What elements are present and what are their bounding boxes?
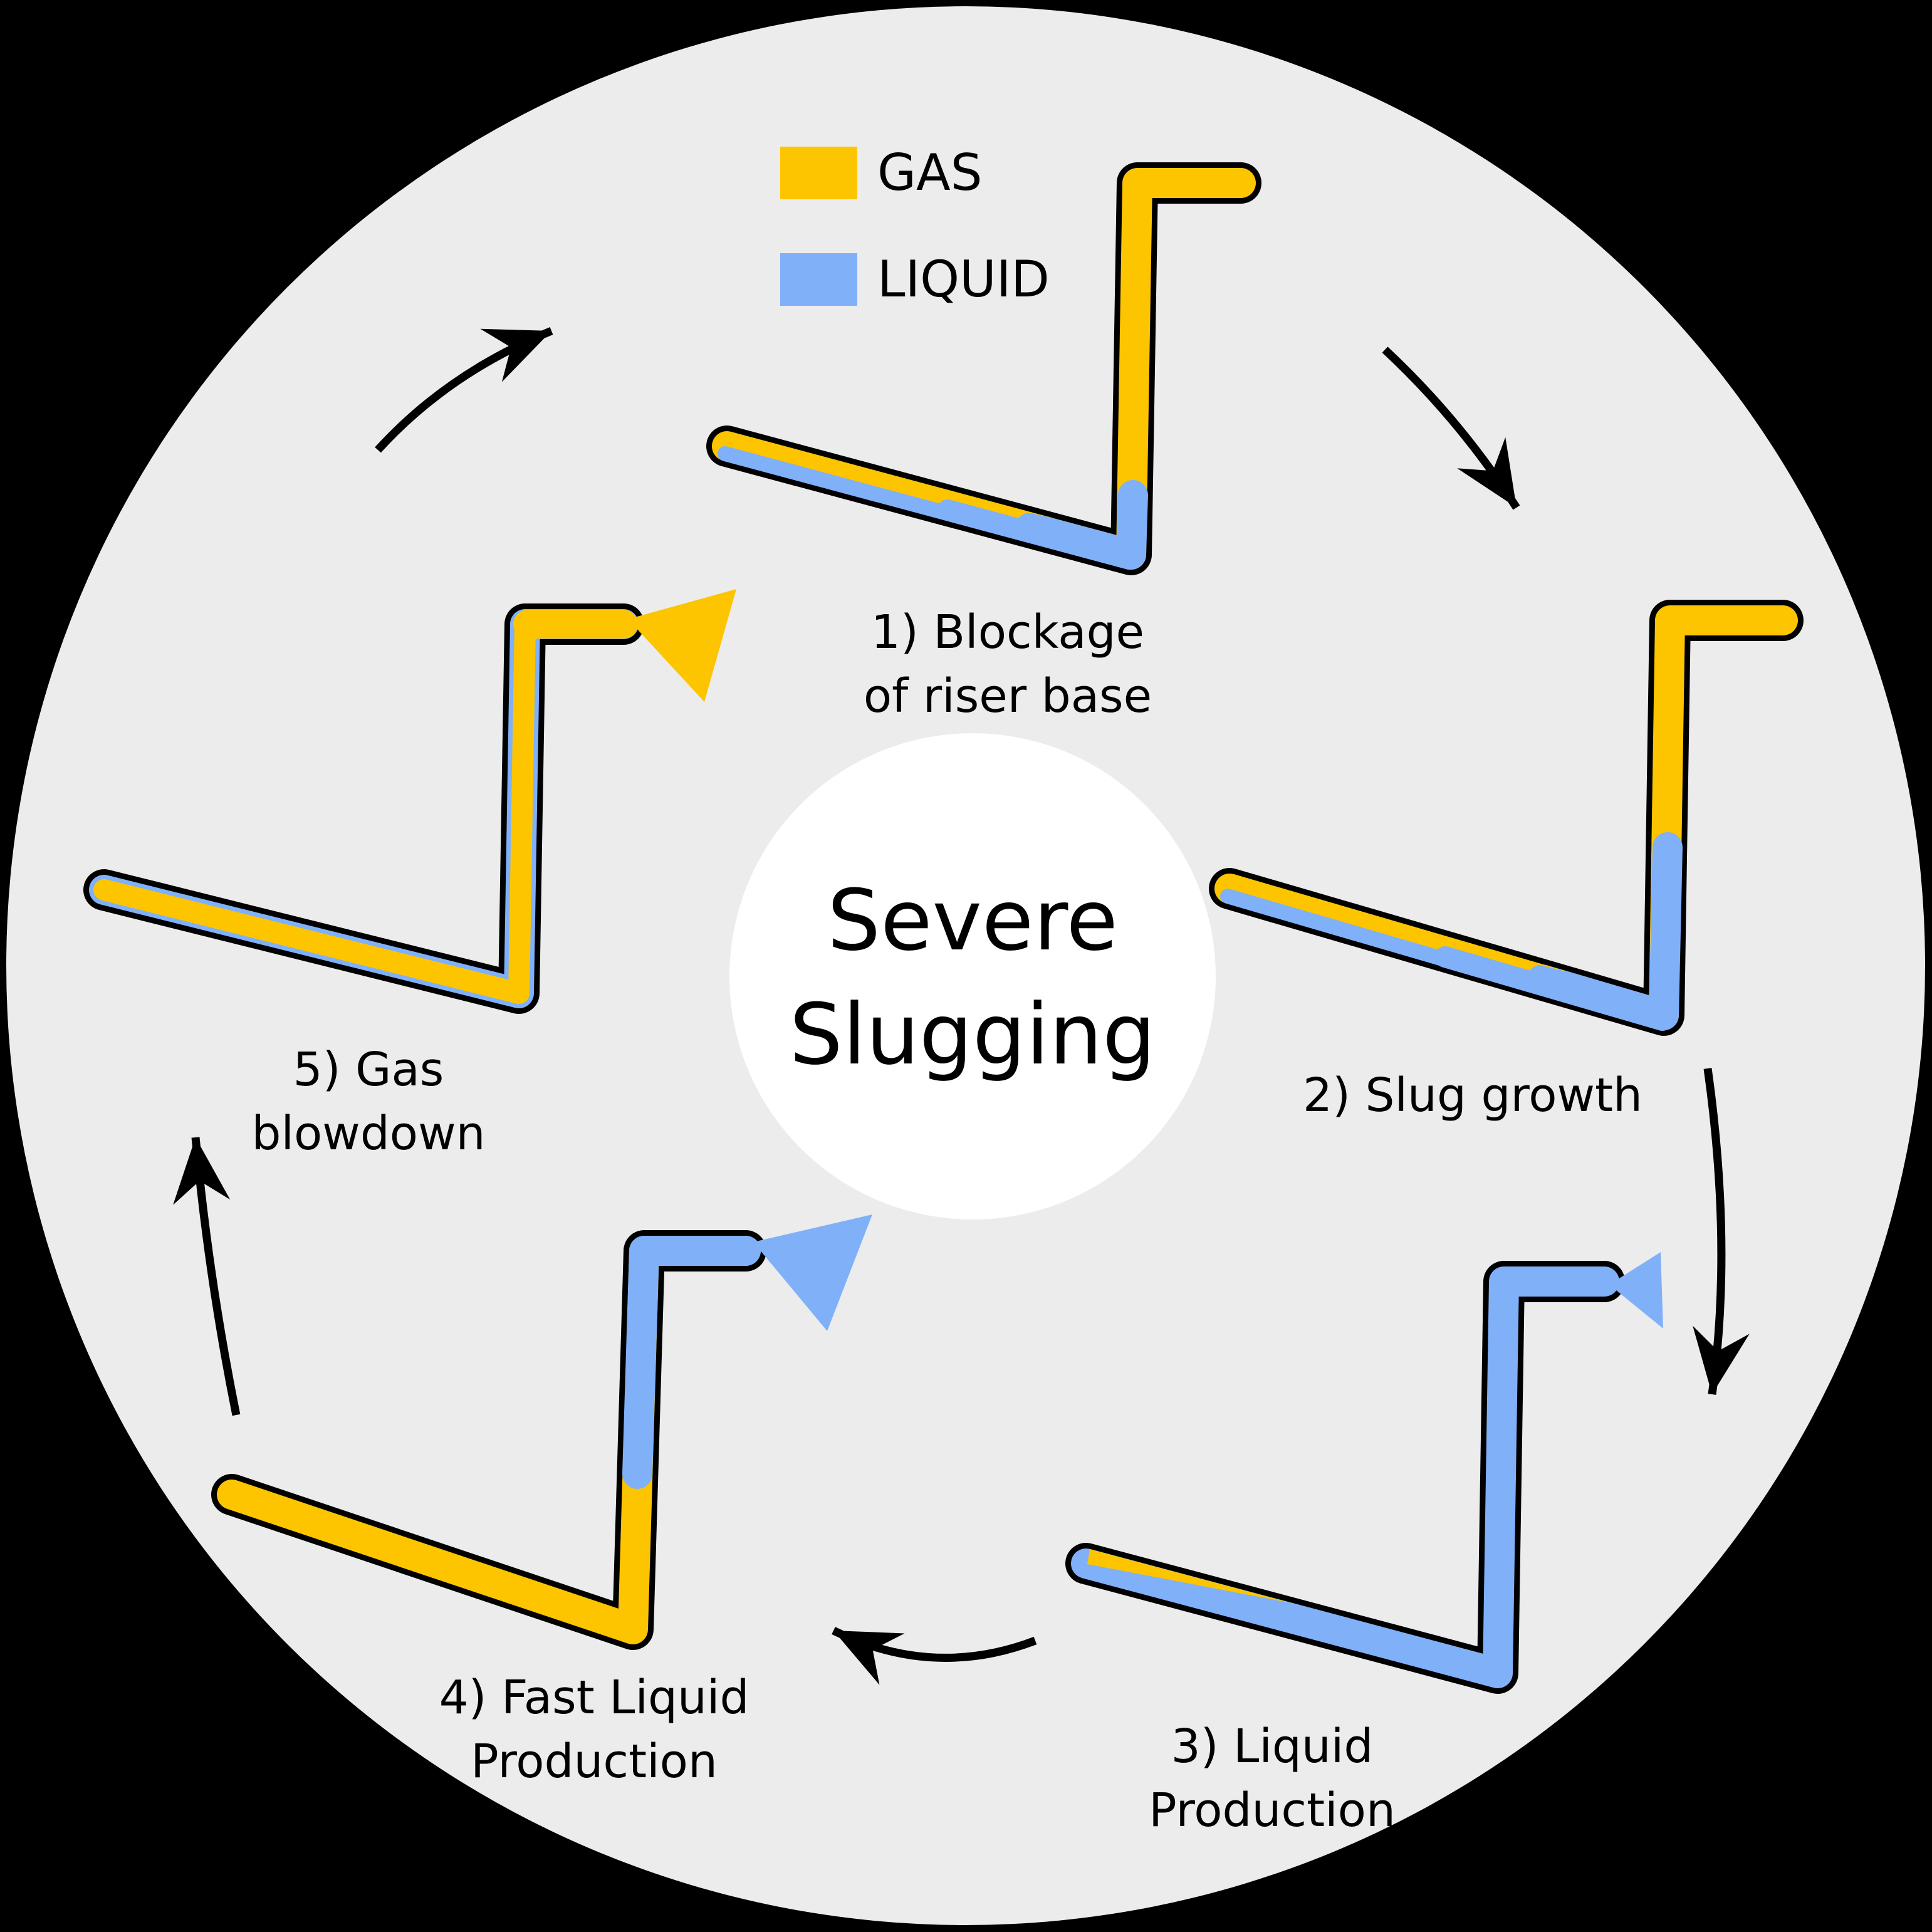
stage-4-liquid-spray [753, 1214, 872, 1331]
stage-1-caption: 1) Blockage of riser base [863, 605, 1152, 723]
diagram-title: Severe Slugging [789, 872, 1156, 1083]
stage-1-pipe [706, 162, 1261, 575]
stage-1-gas-wedge [728, 432, 1054, 518]
stage-4-liquid-slug [622, 1236, 761, 1489]
legend-item-liquid: LIQUID [780, 250, 1050, 308]
arrow-stage3-to-stage4 [832, 1627, 1037, 1685]
stage-2-gas-wedge [1230, 874, 1573, 973]
gas-legend-label: GAS [877, 144, 983, 202]
stage-4-pipe [211, 1214, 872, 1650]
liquid-legend-label: LIQUID [877, 250, 1050, 308]
arrow-stage2-to-stage3 [1693, 1068, 1750, 1395]
stage-2-pipe [1209, 600, 1804, 1036]
arrow-stage5-to-stage1 [375, 326, 553, 453]
arrow-stage4-to-stage5 [173, 1137, 241, 1416]
stage-5-caption: 5) Gas blowdown [251, 1043, 486, 1161]
center-hub-circle [729, 733, 1216, 1219]
stage-1-liquid-slug [1015, 480, 1148, 570]
stage-4-caption: 4) Fast Liquid Production [439, 1671, 749, 1788]
stage-3-caption: 3) Liquid Production [1149, 1720, 1396, 1837]
stage-2-caption: 2) Slug growth [1303, 1068, 1642, 1122]
stage-3-liquid-spray [1609, 1252, 1663, 1329]
stage-5-pipe [83, 589, 736, 1014]
arrow-stage1-to-stage2 [1382, 347, 1520, 510]
stage-1-gas-bore [712, 168, 1256, 570]
stage-3-liquid-bore [1071, 1266, 1619, 1688]
legend: GAS LIQUID [780, 144, 1050, 308]
gas-color-swatch [780, 146, 857, 199]
stage-3-gas-streak [1087, 1549, 1292, 1603]
stage-5-gas-spray [628, 589, 736, 702]
stage-2-liquid-slug [1527, 832, 1683, 1030]
stage-3-pipe [1065, 1252, 1663, 1694]
legend-item-gas: GAS [780, 144, 1050, 202]
liquid-color-swatch [780, 253, 857, 306]
